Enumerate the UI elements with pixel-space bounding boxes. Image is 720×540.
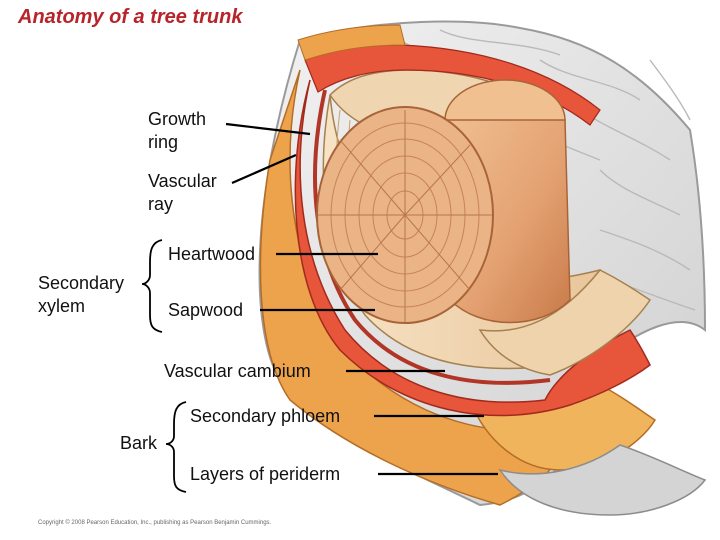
vascular-ray-leader [231, 153, 297, 185]
vascular-ray-label: Vascular ray [148, 170, 217, 216]
growth-ring-label: Growth ring [148, 108, 206, 154]
sapwood-label: Sapwood [168, 300, 244, 320]
bark-slab [498, 444, 707, 516]
secondary-phloem [294, 79, 651, 417]
bark-bracket [165, 401, 187, 493]
page-title: Anatomy of a tree trunk [18, 6, 243, 28]
sapwood-wedge [478, 269, 652, 376]
secondary-phloem-label: Secondary phloem [190, 406, 341, 426]
vascular-cambium [313, 89, 551, 385]
vascular-cambium-label: Vascular cambium [164, 361, 311, 381]
secondary-xylem-label-line-1: Secondary [38, 273, 125, 293]
vascular-rays [318, 110, 492, 322]
secondary-xylem-label: Secondary xylem [38, 272, 124, 318]
vascular-ray-label-line-2: ray [148, 194, 174, 214]
heartwood-label: Heartwood [168, 244, 256, 264]
growth-ring-label-line-2: ring [148, 132, 179, 152]
leader-lines [225, 122, 498, 476]
growth-ring-leader [225, 122, 311, 136]
growth-ring-orange [297, 24, 406, 61]
bark-label: Bark [120, 433, 158, 453]
layers-of-periderm-label: Layers of periderm [190, 464, 341, 484]
growth-ring-label-line-1: Growth [148, 109, 207, 129]
secondary-xylem-bracket [141, 239, 163, 333]
copyright-notice: Copyright © 2008 Pearson Education, Inc.… [38, 520, 272, 526]
vascular-ray-label-line-1: Vascular [148, 171, 217, 191]
secondary-xylem-label-line-2: xylem [38, 296, 86, 316]
